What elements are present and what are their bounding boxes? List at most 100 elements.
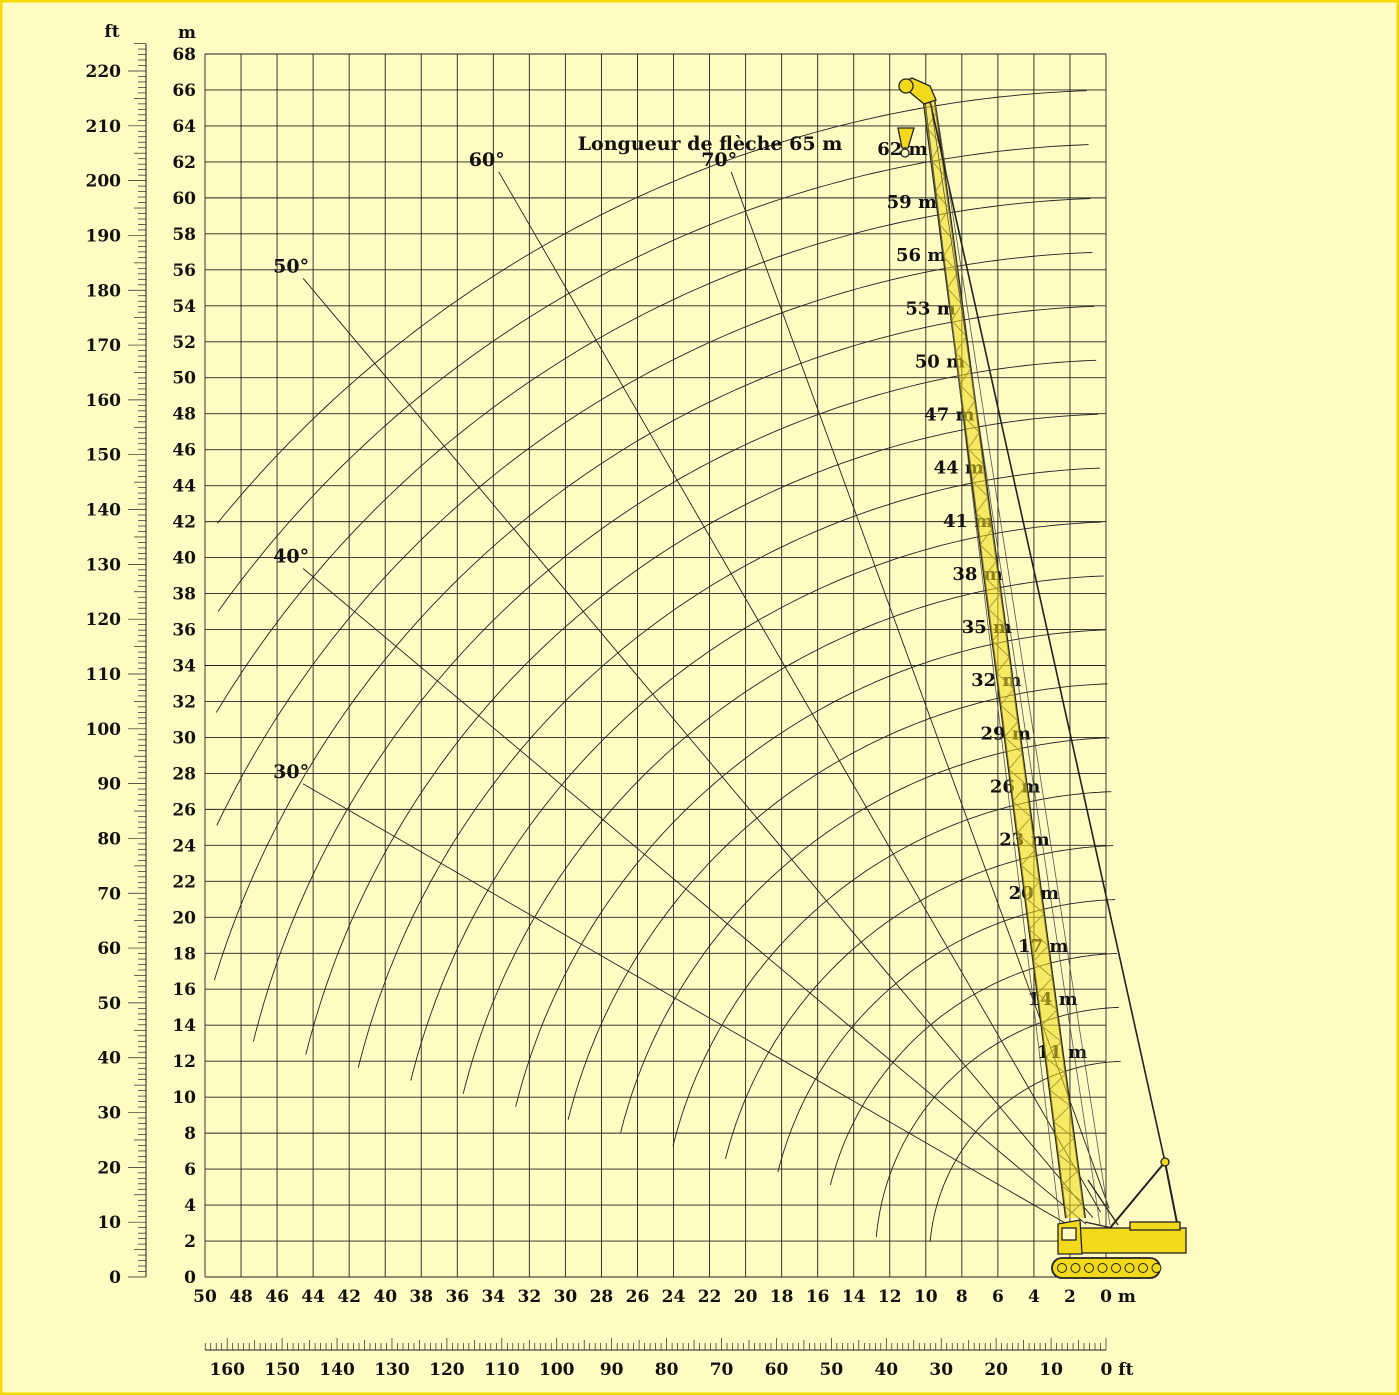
y-tick-label: 18 [172, 944, 196, 964]
y-tick-label: 16 [172, 980, 196, 1000]
x-tick-label: 10 [914, 1287, 938, 1307]
jib-arc [357, 467, 1101, 1068]
y-tick-label: 52 [172, 333, 196, 353]
ft-left-tick-label: 90 [97, 775, 121, 795]
jib-arc [410, 521, 1102, 1081]
jib-arc [305, 413, 1099, 1055]
angle-line-label: 30° [273, 761, 309, 783]
x-tick-label: 16 [806, 1287, 830, 1307]
y-tick-label: 14 [172, 1016, 196, 1036]
hoist-rope-3 [924, 99, 1061, 1226]
ft-bottom-tick-label: 40 [874, 1360, 898, 1380]
x-tick-label: 4 [1028, 1287, 1040, 1307]
track-roller [1097, 1263, 1108, 1273]
y-tick-label: 42 [172, 513, 196, 533]
boom-fill [923, 96, 1085, 1218]
jib-arc [462, 575, 1104, 1094]
x-tick-label: 8 [956, 1287, 968, 1307]
y-tick-label: 28 [172, 764, 196, 784]
y-tick-label: 50 [172, 369, 196, 389]
hoist-rope-2 [929, 99, 1101, 1226]
y-tick-label: 34 [172, 657, 196, 677]
ft-left-tick-label: 180 [86, 281, 122, 301]
x-tick-label: 28 [590, 1287, 614, 1307]
track-roller [1070, 1263, 1081, 1273]
ft-left-tick-label: 20 [97, 1158, 121, 1178]
boom-pendant [927, 91, 1166, 1163]
y-tick-label: 20 [172, 908, 196, 928]
upper-structure [1077, 1227, 1187, 1254]
ft-left-tick-label: 50 [97, 994, 121, 1014]
chart-title: Longueur de flèche 65 m [578, 133, 843, 155]
jib-arc [829, 953, 1117, 1186]
ft-bottom-tick-label: 110 [484, 1360, 520, 1380]
sheave [898, 78, 914, 94]
ft-left-unit-label: ft [104, 22, 119, 42]
ft-bottom-tick-label: 60 [765, 1360, 789, 1380]
track-roller [1138, 1263, 1148, 1273]
y-tick-label: 44 [172, 477, 196, 497]
ft-bottom-tick-label: 120 [429, 1360, 465, 1380]
y-tick-label: 68 [172, 45, 196, 65]
jib-arc [213, 305, 1095, 981]
ft-bottom-tick-label: 10 [1039, 1360, 1063, 1380]
y-tick-label: 12 [172, 1052, 196, 1072]
ft-left-tick-label: 220 [86, 62, 122, 82]
ft-bottom-tick-label: 90 [600, 1360, 624, 1380]
jib-arc [215, 198, 1091, 713]
ft-left-tick-label: 80 [97, 829, 121, 849]
ft-left-tick-label: 150 [86, 446, 122, 466]
track-rollers [1057, 1263, 1162, 1273]
crane-illustration [897, 77, 1187, 1279]
ft-left-tick-label: 200 [86, 172, 122, 192]
mast-top [1160, 1157, 1170, 1167]
ft-bottom-tick-label: 70 [710, 1360, 734, 1380]
y-tick-label: 36 [172, 621, 196, 641]
jib-arc [929, 1060, 1121, 1242]
y-unit-label: m [178, 23, 196, 43]
x-tick-label: 18 [770, 1287, 794, 1307]
track-roller [1084, 1263, 1094, 1273]
jib-arc [252, 359, 1097, 1042]
x-tick-label: 34 [481, 1287, 505, 1307]
y-tick-label: 40 [172, 549, 196, 569]
x-unit-label: 0 m [1100, 1287, 1136, 1307]
ft-left-tick-label: 140 [86, 501, 122, 521]
angle-line [302, 783, 1082, 1233]
track-roller [1124, 1263, 1135, 1273]
jib-arc-label: 59 m [887, 192, 937, 213]
y-tick-label: 48 [172, 405, 196, 425]
ft-left-tick-label: 10 [97, 1213, 121, 1233]
y-tick-label: 6 [184, 1160, 196, 1180]
angle-line [498, 171, 1101, 1213]
ft-left-tick-label: 0 [109, 1268, 121, 1288]
x-tick-label: 32 [518, 1287, 542, 1307]
y-tick-label: 2 [184, 1232, 196, 1252]
ft-left-tick-label: 70 [97, 884, 121, 904]
cab-window [1061, 1227, 1077, 1241]
ft-bottom-tick-label: 30 [929, 1360, 953, 1380]
jib-arc [567, 683, 1108, 1120]
ft-left-tick-label: 120 [86, 610, 122, 630]
jib-arc [515, 629, 1106, 1107]
ft-left-tick-label: 110 [86, 665, 122, 685]
x-tick-label: 2 [1064, 1287, 1076, 1307]
angle-line-label: 50° [273, 255, 309, 277]
jib-arc [620, 737, 1110, 1133]
hook [900, 148, 910, 158]
x-tick-label: 38 [409, 1287, 433, 1307]
x-tick-label: 12 [878, 1287, 902, 1307]
jib-arc-label: 53 m [905, 298, 955, 319]
y-tick-label: 38 [172, 585, 196, 605]
chart-grid [204, 53, 1107, 1278]
y-tick-label: 4 [184, 1196, 196, 1216]
ft-bottom-tick-label: 100 [539, 1360, 575, 1380]
ft-bottom-tick-label: 20 [984, 1360, 1008, 1380]
angle-line-label: 60° [469, 149, 505, 171]
counterweight [1129, 1221, 1181, 1231]
ft-left-tick-label: 60 [97, 939, 121, 959]
ft-left-tick-label: 160 [86, 391, 122, 411]
x-tick-label: 50 [193, 1287, 217, 1307]
